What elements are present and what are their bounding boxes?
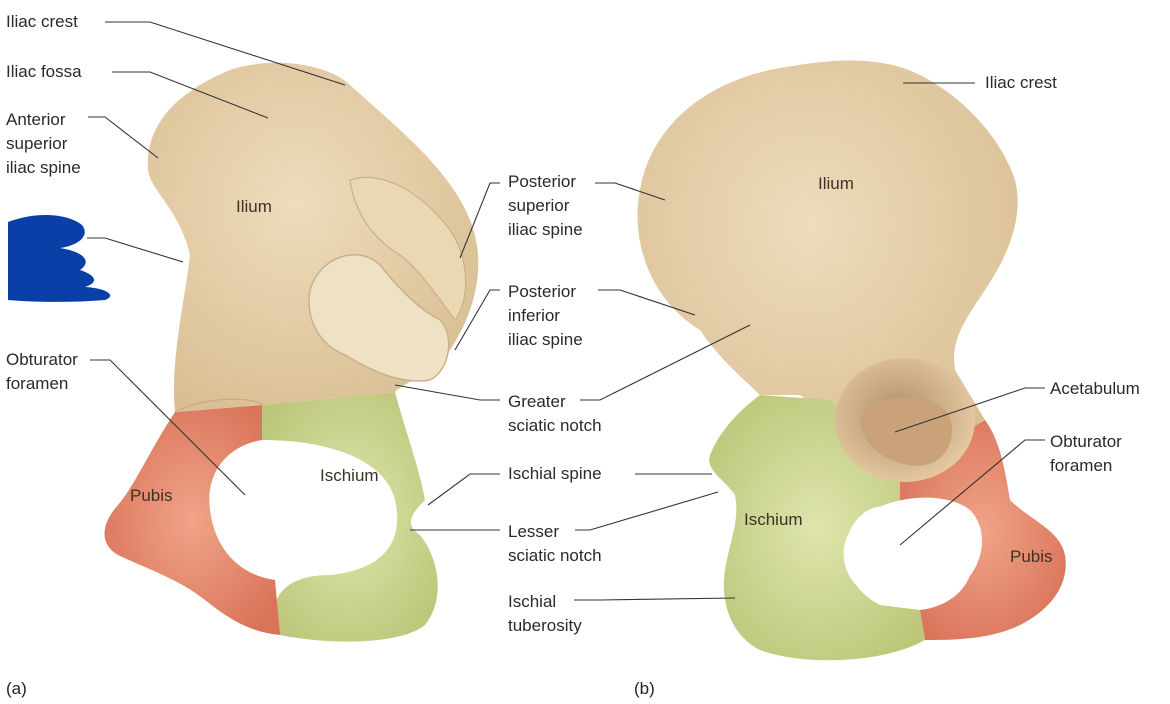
label-anterior-superior-iliac-spine: Anterior superior iliac spine	[6, 110, 81, 177]
label-iliac-crest-right: Iliac crest	[985, 73, 1057, 92]
right-pubis-region	[900, 420, 1066, 640]
left-obturator-foramen	[221, 455, 375, 578]
label-ischial-tuberosity: Ischial tuberosity	[508, 592, 582, 635]
left-auricular-surface	[308, 254, 450, 382]
right-hip-bone	[637, 60, 1066, 661]
left-ischium-region	[262, 392, 438, 642]
label-obturator-foramen-right: Obturator foramen	[1050, 432, 1122, 475]
label-obturator-foramen-left: Obturator foramen	[6, 350, 78, 393]
label-posterior-superior-iliac-spine: Posterior superior iliac spine	[508, 172, 583, 239]
label-ilium-right: Ilium	[818, 174, 854, 193]
left-pubis-region	[104, 405, 280, 635]
label-posterior-inferior-iliac-spine: Posterior inferior iliac spine	[508, 282, 583, 349]
label-ischium-right: Ischium	[744, 510, 803, 529]
left-hip-bone	[104, 62, 479, 642]
right-obturator-foramen	[843, 497, 982, 603]
label-ilium-left: Ilium	[236, 197, 272, 216]
redaction-scribble	[8, 214, 111, 302]
panel-label-b: (b)	[634, 679, 655, 698]
label-iliac-fossa: Iliac fossa	[6, 62, 82, 81]
label-iliac-crest-left: Iliac crest	[6, 12, 78, 31]
label-lesser-sciatic-notch: Lesser sciatic notch	[508, 522, 602, 565]
label-acetabulum: Acetabulum	[1050, 379, 1140, 398]
label-greater-sciatic-notch: Greater sciatic notch	[508, 392, 602, 435]
label-ischial-spine: Ischial spine	[508, 464, 602, 483]
panel-label-a: (a)	[6, 679, 27, 698]
label-pubis-right: Pubis	[1010, 547, 1053, 566]
leader-lines	[87, 21, 1045, 601]
label-ischium-left: Ischium	[320, 466, 379, 485]
label-pubis-left: Pubis	[130, 486, 173, 505]
